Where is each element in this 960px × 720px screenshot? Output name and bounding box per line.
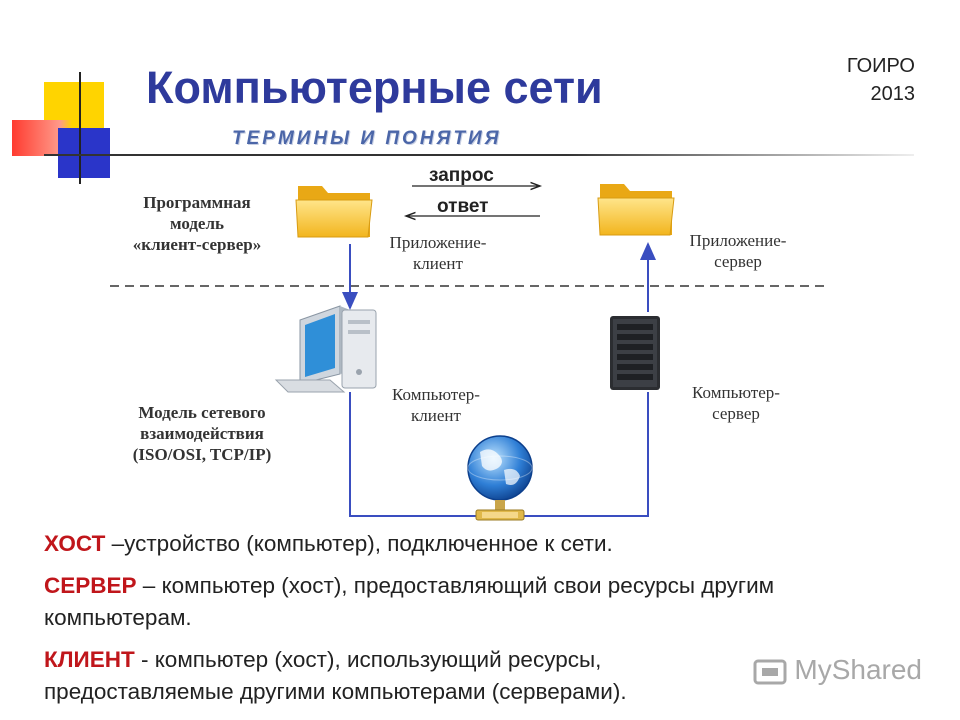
deco-horizontal-line — [44, 154, 914, 156]
network-globe-icon — [467, 435, 533, 521]
server-tower-icon — [610, 316, 660, 390]
response-label: ответ — [437, 196, 489, 217]
folder-icon — [597, 184, 675, 236]
computer-client-label: Компьютер- клиент — [392, 385, 480, 425]
deco-vertical-line — [79, 72, 81, 184]
definition-text: компьютер (хост), предоставляющий свои р… — [44, 573, 775, 630]
page-title: Компьютерные сети — [146, 62, 603, 113]
app-server-label: Приложение- сервер — [689, 231, 787, 271]
desktop-computer-icon — [274, 305, 377, 393]
definition-text: компьютер (хост), использующий ресурсы, … — [44, 647, 627, 704]
definition-text: устройство (компьютер), подключенное к с… — [124, 531, 613, 556]
org-year-block: ГОИРО 2013 — [847, 52, 915, 108]
definition-term: ХОСТ — [44, 531, 106, 556]
software-model-label: Программная модель «клиент-сервер» — [132, 193, 262, 254]
definitions-block: ХОСТ –устройство (компьютер), подключенн… — [44, 528, 924, 718]
definition-sep: – — [136, 573, 162, 598]
computer-server-label: Компьютер- сервер — [692, 383, 780, 423]
org-year: 2013 — [870, 83, 916, 105]
deco-blue-square — [58, 128, 110, 178]
definition-sep: – — [105, 531, 125, 556]
request-label: запрос — [429, 165, 494, 186]
definition-server: СЕРВЕР – компьютер (хост), предоставляющ… — [44, 570, 924, 634]
folder-icon — [295, 186, 373, 238]
definition-term: КЛИЕНТ — [44, 647, 135, 672]
org-name: ГОИРО — [846, 55, 915, 77]
definition-sep: - — [134, 647, 155, 672]
watermark-text: MyShared — [794, 654, 922, 685]
definition-term: СЕРВЕР — [44, 573, 137, 598]
definition-host: ХОСТ –устройство (компьютер), подключенн… — [44, 528, 924, 560]
definition-client: КЛИЕНТ - компьютер (хост), использующий … — [44, 644, 744, 708]
network-model-label: Модель сетевого взаимодействия (ISO/OSI,… — [132, 403, 272, 464]
watermark-logo-icon — [753, 659, 787, 685]
watermark: MyShared — [753, 654, 922, 687]
app-client-label: Приложение- клиент — [389, 233, 487, 273]
page-subtitle: ТЕРМИНЫ И ПОНЯТИЯ — [232, 128, 502, 149]
